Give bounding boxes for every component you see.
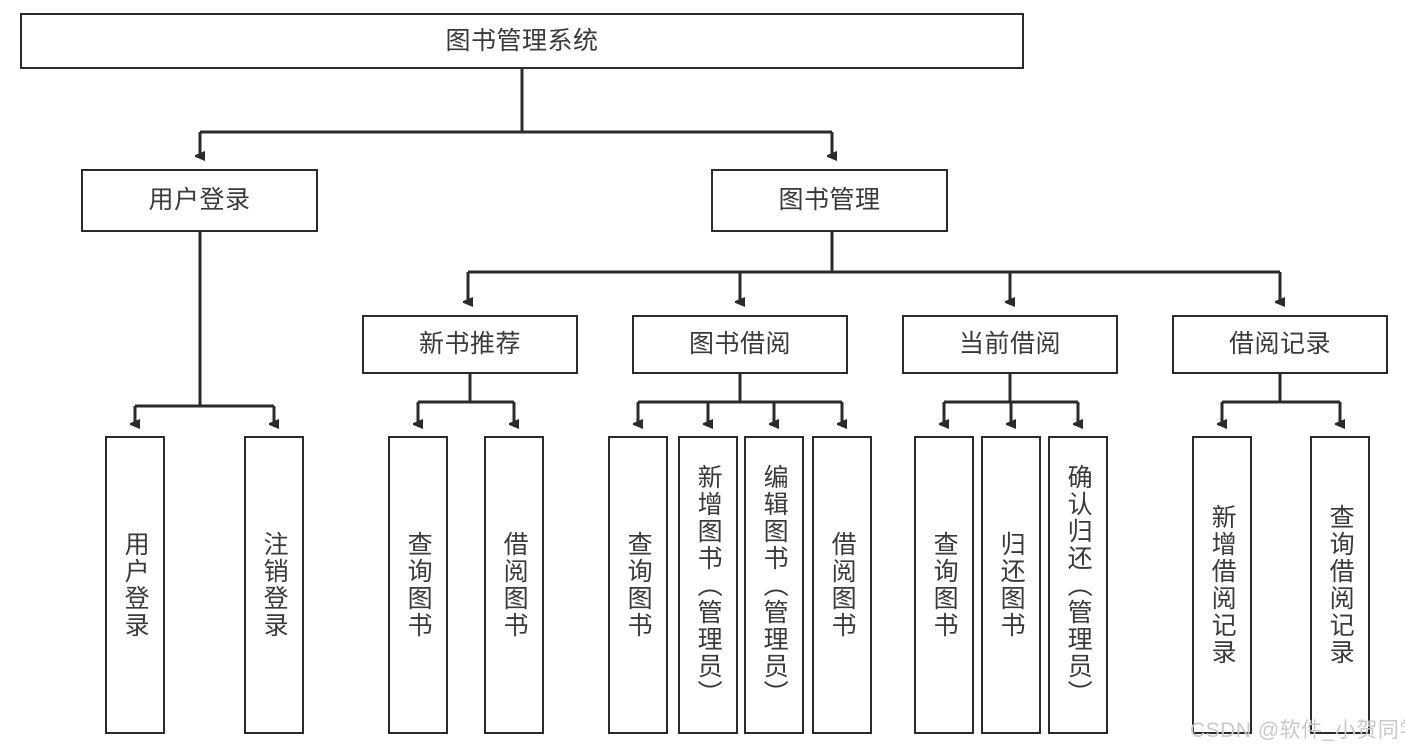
- leaf-new-book-borrow[interactable]: 借阅图书: [484, 436, 544, 734]
- node-label: 查询图书: [404, 531, 433, 639]
- node-label: 借阅记录: [1228, 330, 1331, 359]
- node-label: 用户登录: [121, 531, 150, 639]
- node-label: 查询图书: [624, 531, 653, 639]
- leaf-borrow-record-add[interactable]: 新增借阅记录: [1192, 436, 1252, 734]
- node-label: 图书管理: [778, 186, 881, 215]
- node-current-borrow[interactable]: 当前借阅: [902, 315, 1118, 374]
- node-root-system[interactable]: 图书管理系统: [20, 13, 1024, 69]
- node-label: 查询图书: [930, 531, 959, 639]
- leaf-book-borrow-edit[interactable]: 编辑图书（管理员）: [744, 436, 804, 734]
- node-label: 查询借阅记录: [1326, 504, 1355, 666]
- node-borrow-record[interactable]: 借阅记录: [1172, 315, 1388, 374]
- leaf-new-book-query[interactable]: 查询图书: [388, 436, 448, 734]
- node-book-management[interactable]: 图书管理: [711, 169, 948, 232]
- node-label: 借阅图书: [500, 531, 529, 639]
- node-label: 图书管理系统: [445, 26, 599, 55]
- leaf-current-borrow-confirm[interactable]: 确认归还（管理员）: [1048, 436, 1108, 734]
- node-new-book-recommend[interactable]: 新书推荐: [362, 315, 578, 374]
- node-book-borrow[interactable]: 图书借阅: [632, 315, 848, 374]
- node-label: 注销登录: [260, 531, 289, 639]
- node-label: 新书推荐: [418, 330, 521, 359]
- leaf-book-borrow-query[interactable]: 查询图书: [608, 436, 668, 734]
- node-user-login[interactable]: 用户登录: [81, 169, 318, 232]
- leaf-borrow-record-query[interactable]: 查询借阅记录: [1310, 436, 1370, 734]
- leaf-current-borrow-query[interactable]: 查询图书: [914, 436, 974, 734]
- node-label: 用户登录: [148, 186, 251, 215]
- node-label: 借阅图书: [828, 531, 857, 639]
- leaf-user-login-logout[interactable]: 注销登录: [244, 436, 304, 734]
- node-label: 当前借阅: [958, 330, 1061, 359]
- node-label: 图书借阅: [688, 330, 791, 359]
- leaf-book-borrow-add[interactable]: 新增图书（管理员）: [678, 436, 738, 734]
- leaf-current-borrow-return[interactable]: 归还图书: [981, 436, 1041, 734]
- leaf-book-borrow-borrow[interactable]: 借阅图书: [812, 436, 872, 734]
- node-label: 归还图书: [997, 531, 1026, 639]
- node-label: 新增图书（管理员）: [694, 463, 723, 707]
- leaf-user-login-login[interactable]: 用户登录: [105, 436, 165, 734]
- node-label: 确认归还（管理员）: [1064, 463, 1093, 707]
- node-label: 编辑图书（管理员）: [760, 463, 789, 707]
- node-label: 新增借阅记录: [1208, 504, 1237, 666]
